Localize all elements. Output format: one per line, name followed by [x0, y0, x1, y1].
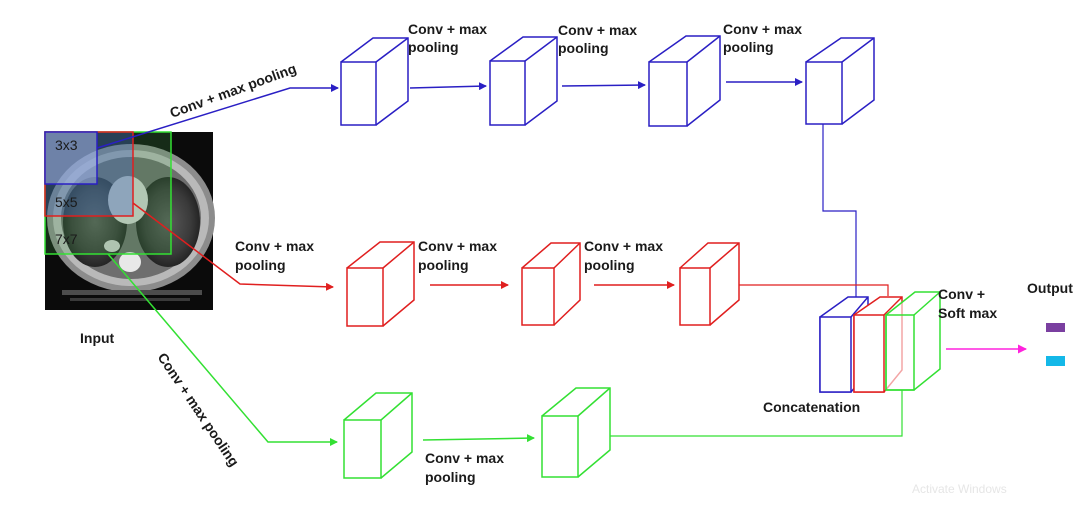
green-arrow-1 [422, 434, 535, 443]
red-stage-2-label-line2: pooling [584, 257, 635, 273]
blue-cube-2 [489, 36, 558, 126]
red-entry-label-line2: pooling [235, 257, 286, 273]
blue-stage-3-label-line1: Conv + max [723, 21, 802, 37]
blue-to-concat-line [822, 124, 857, 300]
blue-stage-1-label-line2: pooling [408, 39, 459, 55]
red-cube-1 [346, 241, 415, 327]
input-label: Input [80, 330, 115, 346]
output-class-2-swatch [1046, 356, 1065, 366]
green-to-concat-line [610, 390, 903, 437]
blue-arrow-2 [561, 81, 646, 90]
red-stage-1-label-line1: Conv + max [418, 238, 497, 254]
kernel-3x3-label: 3x3 [55, 137, 78, 153]
concatenation-label: Concatenation [763, 399, 860, 415]
red-to-concat-line [739, 284, 889, 296]
red-stage-1-label-line2: pooling [418, 257, 469, 273]
blue-stage-1-label-line1: Conv + max [408, 21, 487, 37]
blue-stage-2-label-line1: Conv + max [558, 22, 637, 38]
output-label: Output [1027, 280, 1073, 296]
red-stage-2-label-line1: Conv + max [584, 238, 663, 254]
blue-entry-label: Conv + max pooling [168, 60, 299, 121]
green-path: Conv + max pooling Conv + max pooling [107, 253, 903, 485]
blue-cube-1 [340, 37, 409, 126]
concatenation-block [819, 291, 941, 393]
blue-arrow-1 [409, 82, 487, 91]
concat-green-cube [885, 291, 941, 391]
green-stage-1-label-line1: Conv + max [425, 450, 504, 466]
red-cube-2 [521, 242, 581, 326]
kernel-7x7-label: 7x7 [55, 231, 78, 247]
green-entry-label: Conv + max pooling [155, 350, 243, 470]
kernel-5x5-label: 5x5 [55, 194, 78, 210]
blue-cube-3 [648, 35, 721, 127]
blue-stage-2-label-line2: pooling [558, 40, 609, 56]
red-entry-arrow [132, 202, 334, 291]
blue-path: Conv + max pooling Conv + max pooling Co… [96, 21, 875, 300]
output-class-1-swatch [1046, 323, 1065, 332]
watermark-text: Activate Windows [912, 482, 1007, 496]
blue-cube-4 [805, 37, 875, 125]
red-cube-3 [679, 242, 740, 326]
blue-entry-arrow [96, 84, 339, 149]
green-cube-1 [343, 392, 413, 479]
green-stage-1-label-line2: pooling [425, 469, 476, 485]
red-entry-label-line1: Conv + max [235, 238, 314, 254]
green-cube-2 [541, 387, 611, 478]
red-path: Conv + max pooling Conv + max pooling Co… [132, 202, 889, 327]
kernel-3x3-window [44, 131, 98, 185]
softmax-label-line1: Conv + [938, 286, 985, 302]
blue-stage-3-label-line2: pooling [723, 39, 774, 55]
green-entry-arrow [107, 253, 338, 446]
softmax-label-line2: Soft max [938, 305, 997, 321]
